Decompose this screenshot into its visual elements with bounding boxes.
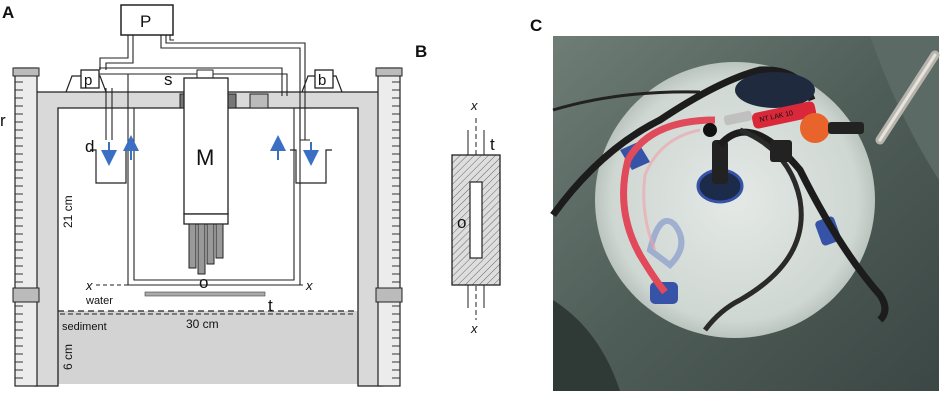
- dim-30-label: 30 cm: [186, 317, 219, 331]
- pump-label: P: [140, 12, 151, 31]
- sediment-label: sediment: [62, 321, 107, 333]
- x-left-label: x: [85, 278, 93, 293]
- dim-21-label: 21 cm: [61, 195, 75, 228]
- plate-t: [144, 291, 266, 297]
- m-label: M: [196, 145, 214, 170]
- panel-a-label: A: [2, 3, 14, 22]
- t-label-a: t: [268, 296, 273, 315]
- ruler-right: [375, 67, 403, 387]
- b-o-label: o: [457, 213, 466, 232]
- tubing: [99, 35, 310, 286]
- b-window: [469, 181, 483, 259]
- b-x-top: x: [470, 98, 478, 113]
- b-label: b: [318, 72, 326, 89]
- left-reservoir: [90, 149, 132, 184]
- red-connector: [751, 101, 817, 129]
- blue-weight: [650, 282, 678, 304]
- panel-c: C NT LAK 10: [530, 16, 940, 391]
- cable-2: [717, 128, 889, 323]
- pump-box: [120, 4, 174, 36]
- panel-b-label: B: [415, 42, 427, 61]
- p-box: [80, 69, 100, 89]
- photo-disk: [595, 62, 875, 338]
- dim-6-label: 6 cm: [61, 344, 75, 370]
- panel-c-label: C: [530, 16, 542, 35]
- b-x-bottom: x: [470, 321, 478, 336]
- s-label: s: [164, 70, 173, 89]
- x-right-label: x: [305, 278, 313, 293]
- d-label: d: [85, 137, 94, 156]
- o-label: o: [199, 273, 208, 292]
- sediment-layer: [58, 311, 358, 384]
- panel-b: B x x o t: [415, 42, 501, 336]
- ruler-left: [12, 67, 40, 387]
- orange-valve: [800, 113, 830, 143]
- red-tube: [620, 116, 716, 295]
- right-reservoir: [290, 149, 332, 184]
- b-box: [314, 69, 334, 89]
- water-label: water: [85, 295, 113, 307]
- r-label: r: [0, 111, 6, 130]
- p-label: p: [84, 72, 92, 89]
- panel-a: A P p: [0, 3, 403, 387]
- b-t-label: t: [490, 135, 495, 154]
